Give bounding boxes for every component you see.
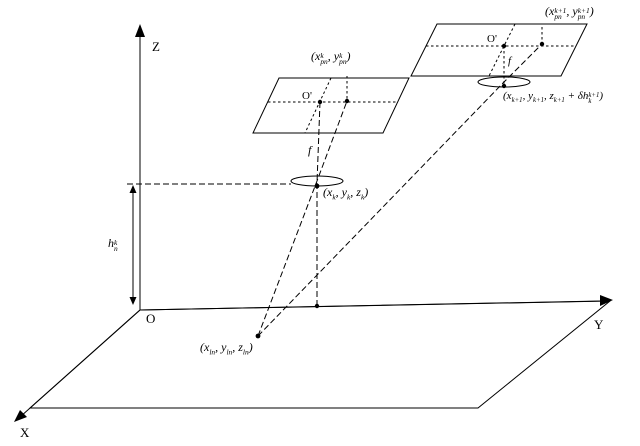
ground-point-dot <box>255 333 261 339</box>
math-fragment: , <box>232 340 239 354</box>
math-fragment: ln <box>242 347 249 357</box>
image-plane-k-crosshair-vertical <box>304 77 332 134</box>
math-fragment: k+1 <box>554 5 567 15</box>
math-fragment: k+1 <box>553 97 565 105</box>
image-point-k1-dot <box>539 41 545 47</box>
z-axis-label: Z <box>152 39 160 54</box>
math-fragment: pn <box>339 57 347 67</box>
math-fragment: ln <box>209 347 216 357</box>
ground-plane <box>28 300 612 409</box>
math-fragment: pn <box>554 12 562 22</box>
math-fragment: x <box>315 49 321 63</box>
math-fragment: pn <box>320 57 328 67</box>
math-fragment: y <box>333 49 340 63</box>
math-fragment: k+1 <box>532 97 545 105</box>
math-fragment: z <box>549 90 554 102</box>
math-fragment: x <box>204 340 210 354</box>
math-fragment: ) <box>364 185 369 199</box>
image-point-k-dot <box>344 98 350 104</box>
principal-point-k1-dot <box>501 43 507 49</box>
math-fragment: k <box>360 192 365 202</box>
math-fragment: y <box>528 90 533 102</box>
origin-label: O <box>146 311 156 326</box>
math-fragment: x <box>549 4 555 18</box>
math-fragment: k <box>588 97 592 105</box>
math-fragment: ) <box>346 49 351 63</box>
projection-ray-camera-k1 <box>257 43 543 337</box>
math-fragment: n <box>114 244 118 254</box>
camera-k-nadir-line <box>316 101 321 306</box>
math-fragment: ) <box>248 340 253 354</box>
math-fragment: k+1 <box>511 97 523 105</box>
math-fragment: z <box>356 185 361 199</box>
camera-k-center-label: (xk, yk, zk) <box>323 185 369 202</box>
principal-point-k-dot <box>317 99 323 105</box>
height-measure-arrow-up <box>129 185 137 193</box>
math-fragment: , <box>350 185 357 199</box>
math-fragment: ( <box>200 340 204 354</box>
math-fragment: x <box>327 185 333 199</box>
math-fragment: δh <box>577 90 589 102</box>
math-fragment: k <box>339 50 343 60</box>
math-fragment: + <box>564 90 578 102</box>
principal-point-k-label: O' <box>302 90 312 102</box>
math-fragment: , <box>215 340 222 354</box>
image-plane-k1 <box>410 23 588 77</box>
math-fragment: , <box>327 49 334 63</box>
math-fragment: k+1 <box>577 5 590 15</box>
math-fragment: y <box>572 4 578 18</box>
y-axis-label: Y <box>594 317 604 332</box>
math-fragment: , <box>522 90 529 102</box>
math-fragment: k <box>332 192 336 202</box>
math-fragment: , <box>566 4 573 18</box>
math-fragment: h <box>108 236 114 250</box>
math-fragment: ) <box>589 4 594 18</box>
math-fragment: ( <box>311 49 315 63</box>
camera-k-center-dot <box>314 183 320 189</box>
focal-length-k1-label: f <box>508 55 512 67</box>
y-axis <box>139 300 602 311</box>
math-fragment: k <box>346 192 351 202</box>
focal-length-k-label: f <box>308 143 312 157</box>
image-plane-k <box>252 77 410 134</box>
math-fragment: y <box>341 185 347 199</box>
math-fragment: ( <box>503 90 507 102</box>
math-fragment: pn <box>577 12 586 22</box>
math-fragment: k <box>114 237 118 247</box>
z-axis-arrowhead <box>135 24 145 37</box>
math-fragment: k+1 <box>588 91 600 99</box>
height-measure-arrow-down <box>129 297 137 305</box>
math-fragment: ( <box>323 185 327 199</box>
math-fragment: ( <box>545 4 549 18</box>
math-fragment: , <box>335 185 342 199</box>
x-axis-label: X <box>20 425 30 440</box>
x-axis <box>19 309 141 418</box>
math-fragment: ) <box>599 90 604 102</box>
projection-ray-camera-k <box>257 100 348 337</box>
math-fragment: ln <box>226 347 233 357</box>
math-fragment: x <box>506 90 512 102</box>
ground-point-label: (xln, yln, zln) <box>200 340 253 357</box>
math-fragment: z <box>238 340 243 354</box>
y-axis-arrowhead <box>600 295 613 306</box>
x-axis-arrowhead <box>14 410 27 422</box>
math-fragment: , <box>544 90 550 102</box>
nadir-point-dot <box>314 303 320 309</box>
math-fragment: k <box>320 50 324 60</box>
camera-k1-center-dot <box>501 83 507 89</box>
math-fragment: y <box>221 340 227 354</box>
principal-point-k1-label: O' <box>487 33 497 45</box>
